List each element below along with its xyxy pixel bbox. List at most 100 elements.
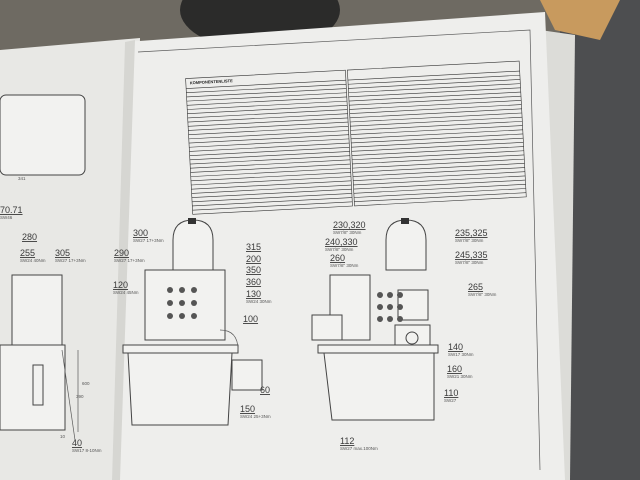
callout-number: 112: [340, 436, 354, 446]
callout-spec: SW24 40Nm: [20, 258, 46, 263]
dimension-label: 10: [60, 434, 66, 439]
valve-port: [167, 300, 173, 306]
callout-spec: SW27 17+3Nm: [133, 238, 164, 243]
table-row-line: [192, 193, 352, 203]
callout-spec: SW24 45Nm: [113, 290, 139, 295]
callout-number: 245,335: [455, 250, 488, 260]
table-row-line: [189, 151, 350, 161]
callout-number: 110: [444, 388, 458, 398]
table-row-line: [350, 116, 523, 127]
callout-number: 60: [260, 385, 270, 395]
table-row-line: [354, 192, 527, 202]
table-row-line: [187, 100, 348, 110]
callout-number: 100: [243, 314, 258, 324]
dimension-label: 341: [18, 176, 26, 181]
table-row-line: [186, 79, 346, 89]
paper-shadow: [112, 40, 135, 480]
table-row-line: [348, 79, 521, 89]
callout-number: 150: [240, 404, 255, 414]
valve-port: [191, 300, 197, 306]
valve-port: [179, 287, 185, 293]
table-row-line: [189, 142, 350, 152]
callout-number: 140: [448, 342, 463, 352]
table-row-line: [190, 172, 351, 182]
table-row-line: [187, 109, 348, 119]
table-row-line: [350, 125, 523, 135]
callout-spec: SW7/8" 30Nm: [468, 292, 497, 297]
center-hydraulic-unit-drawing: [122, 218, 263, 426]
valve-port: [387, 304, 393, 310]
table-row-line: [186, 88, 347, 98]
table-title: KOMPONENTENLISTE: [190, 78, 233, 85]
valve-port: [167, 287, 173, 293]
wooden-edge: [540, 0, 620, 40]
valve-port: [387, 292, 393, 298]
table-row-line: [347, 70, 520, 81]
table-row-line: [352, 150, 524, 161]
dimension-label: 390: [76, 394, 84, 399]
callout-number: 265: [468, 282, 483, 292]
table-row-line: [352, 163, 525, 173]
callout-number: 290: [114, 248, 129, 258]
table-row-line: [186, 92, 347, 102]
table-row-line: [188, 121, 349, 131]
callout-number: 40: [72, 438, 82, 448]
table-row-line: [349, 100, 522, 110]
table-row-line: [190, 159, 351, 169]
table-row-line: [351, 142, 524, 152]
table-row-line: [353, 179, 526, 190]
table-row-line: [354, 188, 526, 198]
table-row-line: [350, 112, 522, 123]
callout-spec: SW17 30Nm: [448, 352, 474, 357]
callout-spec: SW24 25+3Nm: [240, 414, 271, 419]
valve-port: [397, 304, 403, 310]
table-row-line: [353, 175, 526, 186]
valve-port: [191, 313, 197, 319]
valve-port: [179, 313, 185, 319]
callout-spec: SW7/8" 30Nm: [455, 238, 484, 243]
table-row-line: [189, 146, 350, 156]
table-row-line: [348, 74, 520, 85]
table-row-line: [191, 176, 351, 186]
table-row-line: [189, 138, 350, 148]
valve-port: [397, 316, 403, 322]
table-row-line: [191, 188, 352, 198]
callout-spec: SW27 max.100Nm: [340, 446, 378, 451]
callout-spec: SW21 30Nm: [447, 374, 473, 379]
callout-spec: SW46: [0, 215, 13, 220]
callout-number: 160: [447, 364, 462, 374]
callout-number: 300: [133, 228, 148, 238]
callout-spec: SW17 8-10Nm: [72, 448, 102, 453]
callout-spec: SW7/8" 30Nm: [330, 263, 359, 268]
table-row-line: [187, 113, 348, 123]
callout-spec: SW24 30Nm: [246, 299, 272, 304]
callout-number: 200: [246, 254, 261, 264]
table-row-line: [191, 180, 352, 190]
table-row-line: [188, 134, 349, 144]
dimension-label: 600: [82, 381, 90, 386]
callout-spec: SW27 17+3Nm: [55, 258, 86, 263]
table-row-line: [349, 95, 522, 106]
right-hydraulic-unit-drawing: [311, 218, 439, 421]
callout-spec: SW27: [444, 398, 457, 403]
callout-number: 235,325: [455, 228, 488, 238]
table-row-line: [190, 163, 351, 173]
table-row-line: [188, 117, 348, 127]
table-row-line: [350, 129, 523, 140]
callout-number: 230,320: [333, 220, 366, 230]
table-row-line: [351, 146, 524, 156]
table-row-line: [191, 184, 352, 194]
valve-port: [397, 292, 403, 298]
table-row-line: [352, 158, 525, 169]
parts-table: KOMPONENTENLISTE: [185, 60, 527, 215]
left-drawing: [0, 94, 86, 441]
table-row-line: [188, 125, 349, 135]
valve-port: [167, 313, 173, 319]
table-row-line: [351, 133, 523, 144]
callout-number: 260: [330, 253, 345, 263]
table-row-line: [353, 171, 525, 182]
table-row-line: [352, 154, 525, 165]
valve-port: [179, 300, 185, 306]
table-row-line: [351, 137, 524, 148]
